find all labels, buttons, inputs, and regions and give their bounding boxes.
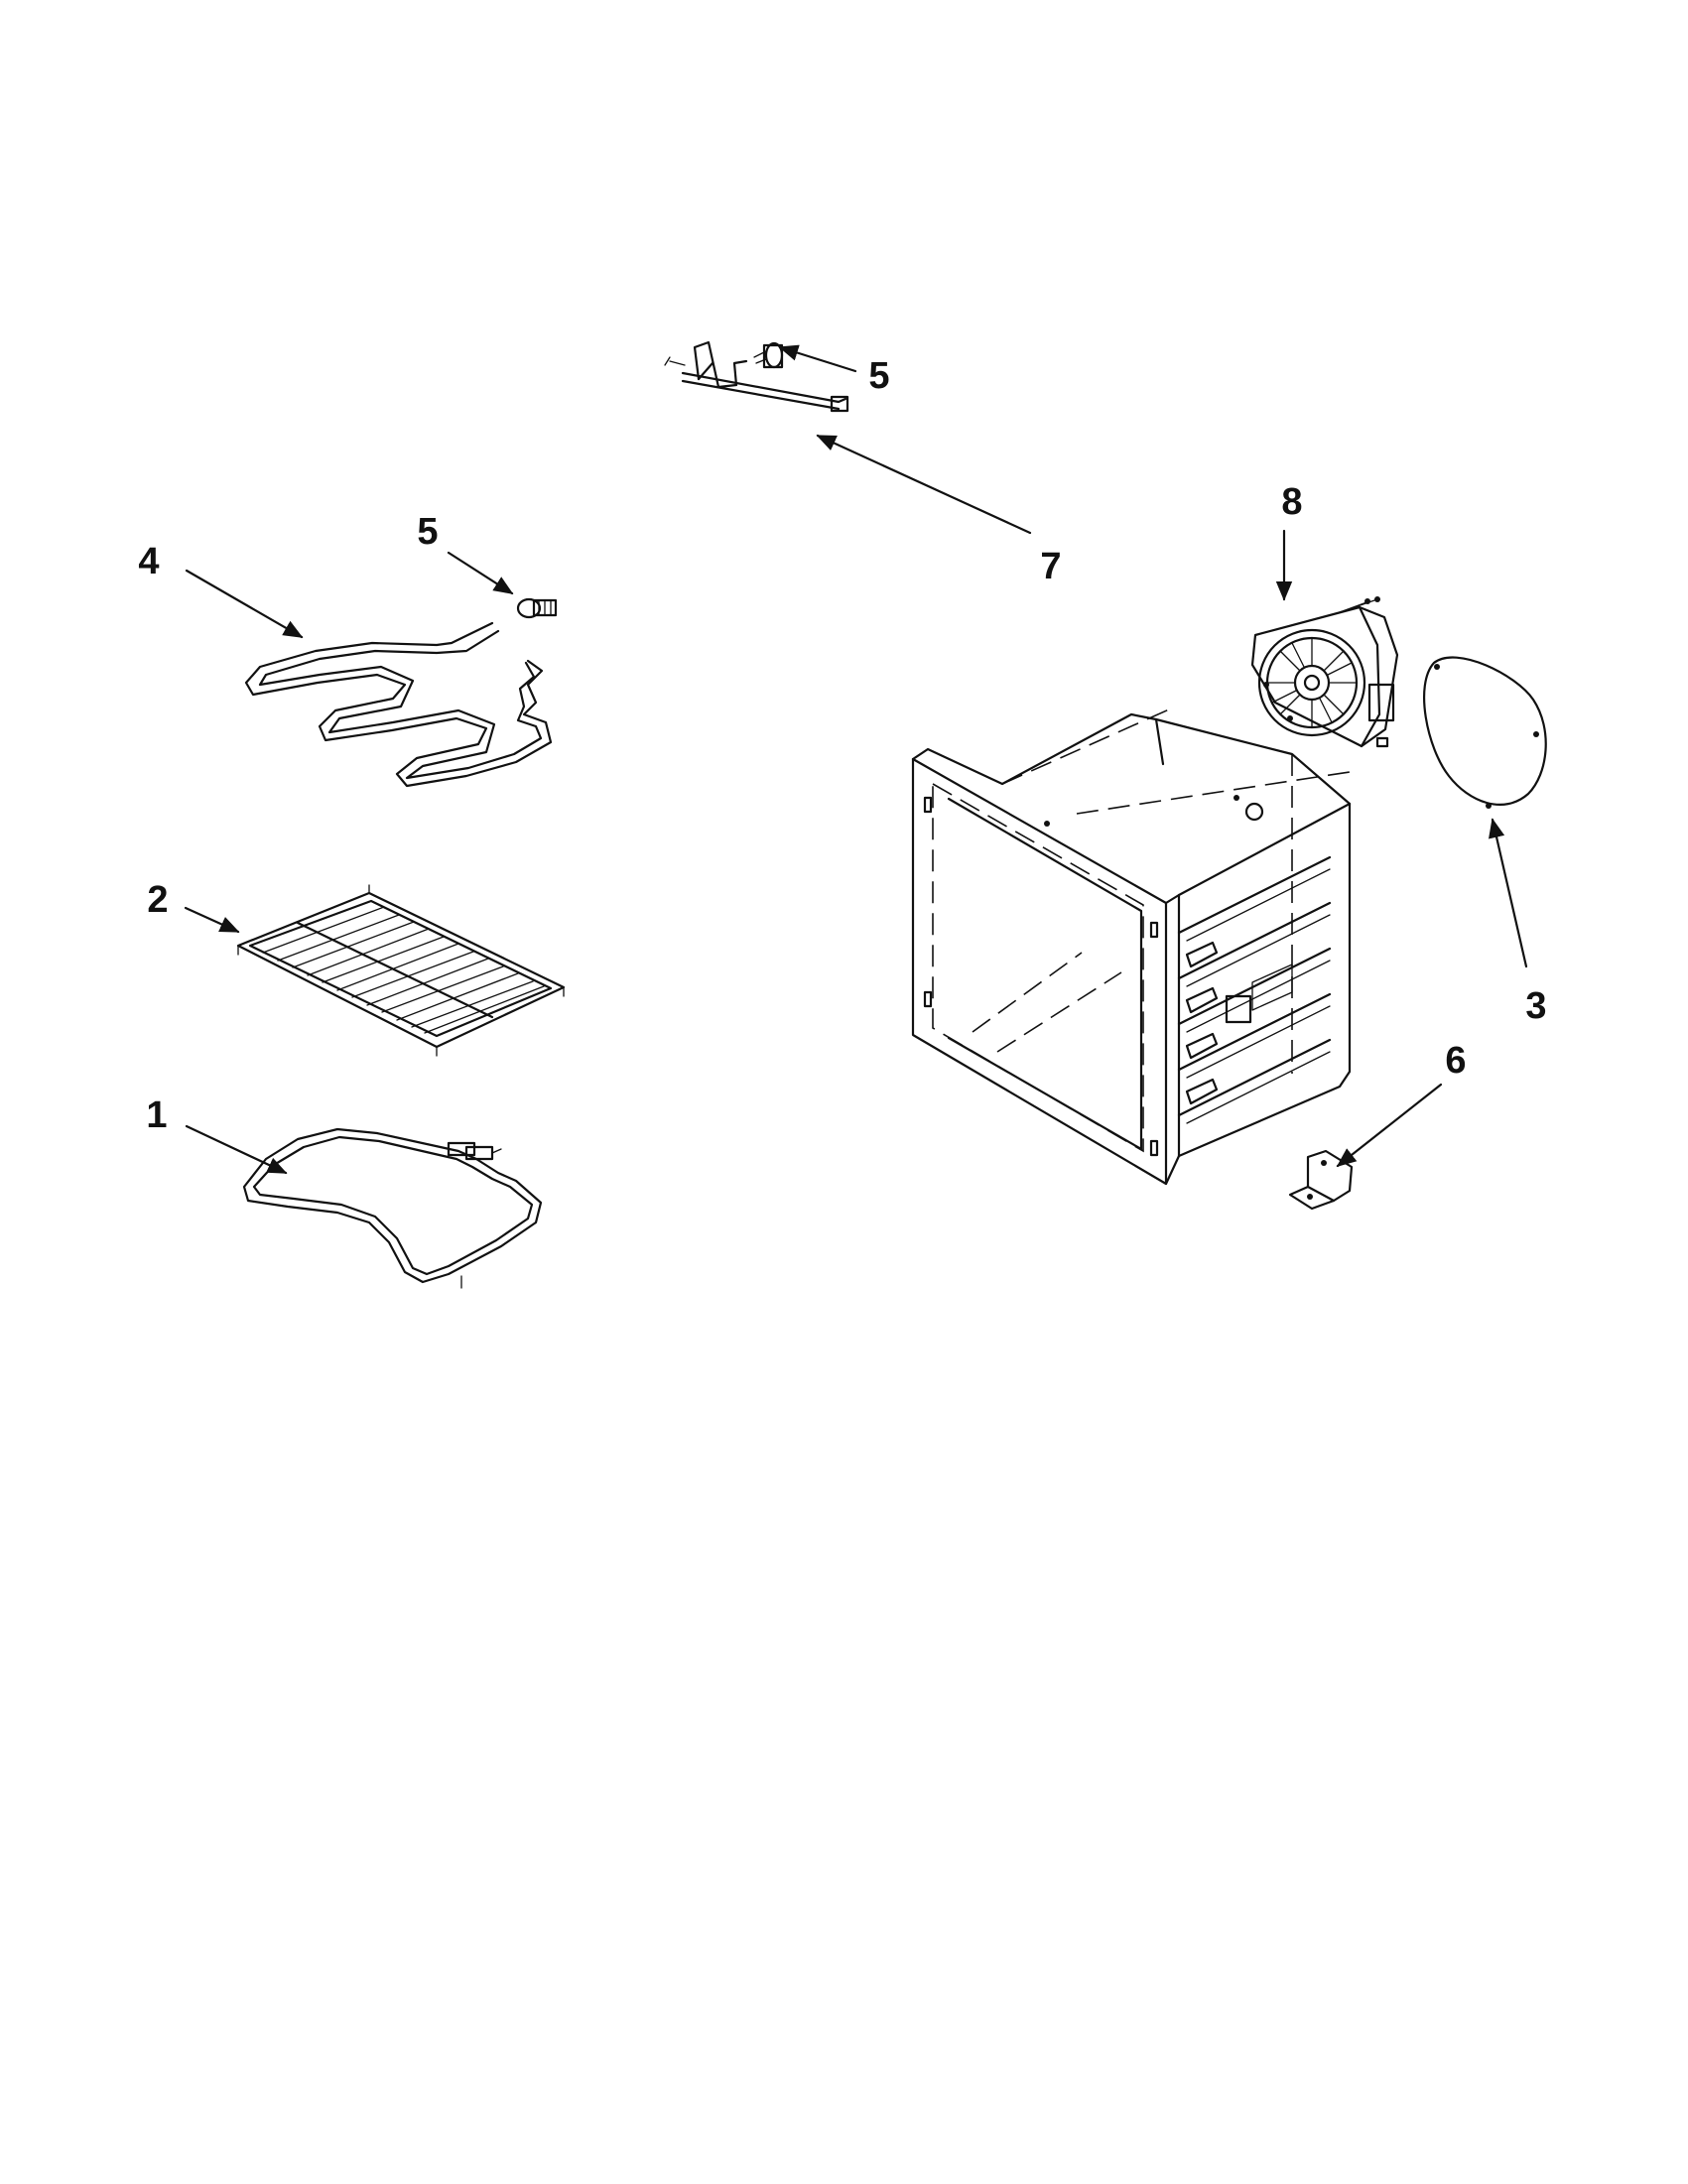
leader-arrows <box>184 344 1528 1175</box>
fan-gasket <box>1423 656 1547 809</box>
callout-1: 1 <box>146 1094 167 1136</box>
screw-center <box>753 341 784 369</box>
convection-fan <box>1250 596 1399 748</box>
temperature-sensor <box>664 340 849 413</box>
callout-7: 7 <box>1040 546 1061 587</box>
callout-8: 8 <box>1281 481 1302 523</box>
callout-6: 6 <box>1445 1040 1466 1082</box>
bake-element <box>242 1127 543 1289</box>
screw-left <box>516 597 558 619</box>
callout-5-center: 5 <box>868 355 889 397</box>
callout-4: 4 <box>138 541 159 582</box>
mounting-bracket <box>1288 1149 1354 1211</box>
callout-3: 3 <box>1525 985 1546 1027</box>
oven-cavity-frame <box>911 708 1352 1186</box>
callout-5-left: 5 <box>417 511 438 553</box>
callout-2: 2 <box>147 879 168 921</box>
broil-element <box>244 621 553 788</box>
oven-rack <box>236 884 566 1057</box>
